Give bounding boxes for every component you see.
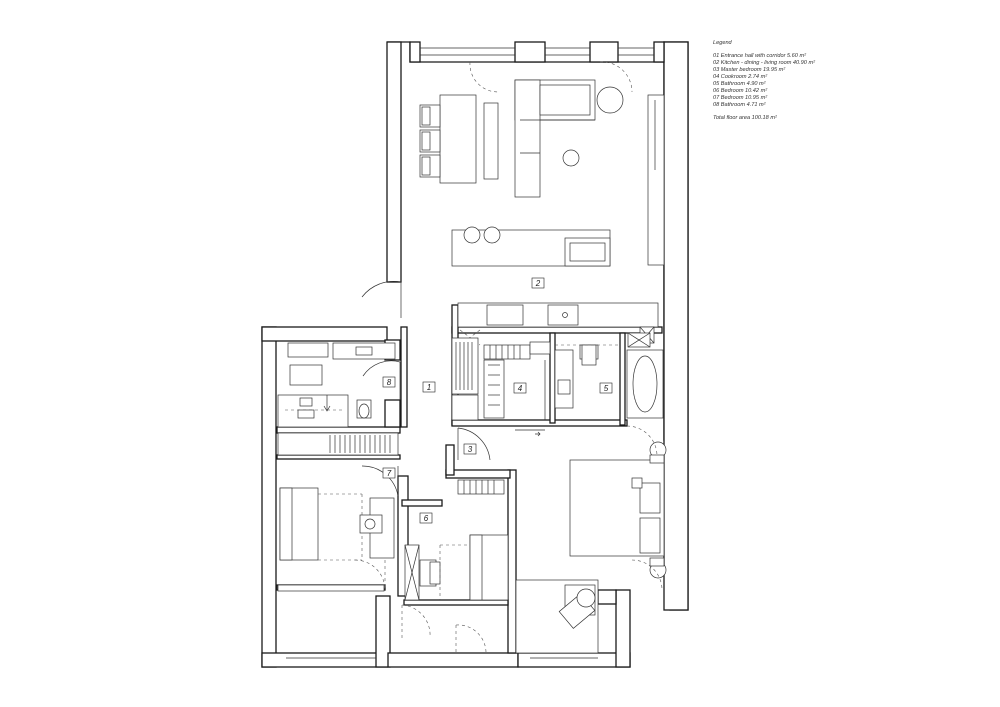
- legend-item: 05 Bathroom 4.90 m²: [713, 81, 766, 87]
- bathroom-8-fixtures: [277, 342, 401, 428]
- room-number-6: 6: [424, 514, 429, 523]
- room-number-3: 3: [468, 445, 473, 454]
- room-number-7: 7: [387, 469, 392, 478]
- legend-item: 04 Cookroom 2.74 m²: [713, 74, 768, 80]
- living-furniture: [419, 61, 665, 346]
- legend-item: 07 Bedroom 10.95 m²: [713, 95, 768, 101]
- bedroom-7-furniture: [277, 432, 399, 592]
- legend-item: 03 Master bedroom 19.95 m²: [713, 67, 786, 73]
- room-number-2: 2: [535, 279, 541, 288]
- legend-total-area: Total floor area 100.18 m²: [713, 115, 777, 121]
- room-number-1: 1: [427, 383, 431, 392]
- legend-item: 02 Kitchen - dining - living room 40.90 …: [713, 60, 815, 66]
- cookroom-furniture: [451, 337, 551, 437]
- legend: Legend 01 Entrance hall with corridor 5.…: [713, 40, 833, 122]
- legend-title: Legend: [713, 40, 732, 46]
- master-bedroom-furniture: [515, 425, 667, 654]
- legend-item: 08 Bathroom 4.71 m²: [713, 102, 766, 108]
- legend-item: 01 Entrance hall with corridor 5.60 m²: [713, 53, 806, 59]
- room-number-4: 4: [518, 384, 523, 393]
- room-labels: 1 2 3 4 5 6 7 8: [382, 277, 613, 524]
- exterior-walls: [261, 41, 689, 668]
- room-number-8: 8: [387, 378, 392, 387]
- bathroom-5-fixtures: [554, 332, 664, 419]
- room-number-5: 5: [604, 384, 609, 393]
- legend-item: 06 Bedroom 10.42 m²: [713, 88, 768, 94]
- hall-doors: [457, 427, 491, 461]
- bedroom-6-furniture: [401, 479, 509, 653]
